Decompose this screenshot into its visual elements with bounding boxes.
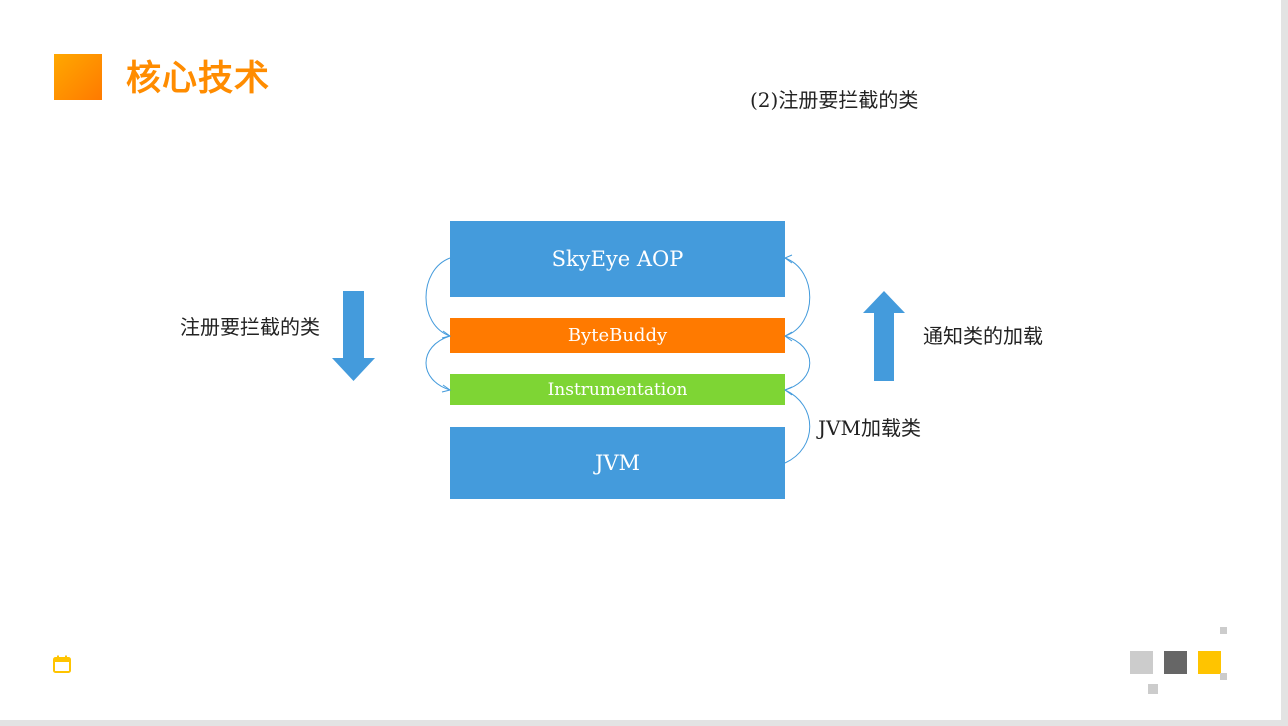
layer-bytebuddy: ByteBuddy (450, 318, 785, 353)
jvm-load-class-label: JVM加载类 (818, 416, 921, 440)
right-curve-instr-to-bytebuddy (784, 335, 811, 391)
down-arrow-icon (332, 291, 375, 381)
register-classes-label: 注册要拦截的类 (180, 315, 320, 339)
deco-square-small (1220, 627, 1227, 634)
layer-instrumentation: Instrumentation (450, 374, 785, 405)
layer-jvm-label: JVM (594, 451, 641, 475)
left-curve-bytebuddy-to-instr (425, 335, 451, 391)
calendar-icon (53, 655, 71, 673)
right-curve-jvm-to-instr (784, 389, 811, 464)
bottom-frame-border (0, 720, 1288, 726)
deco-square-small (1148, 684, 1158, 694)
layer-skyeye-aop-label: SkyEye AOP (551, 247, 684, 271)
page-subtitle: (2)注册要拦截的类 (750, 88, 919, 112)
notify-class-loading-label: 通知类的加载 (923, 324, 1043, 348)
right-curve-bytebuddy-to-aop (784, 257, 811, 337)
deco-square-dark (1164, 651, 1187, 674)
left-curve-arrowhead (441, 384, 452, 393)
title-accent-square (54, 54, 102, 100)
layer-skyeye-aop: SkyEye AOP (450, 221, 785, 297)
deco-square-yellow (1198, 651, 1221, 674)
layer-jvm: JVM (450, 427, 785, 499)
right-frame-border (1281, 0, 1288, 726)
page-title: 核心技术 (126, 59, 271, 99)
deco-square-small (1220, 673, 1227, 680)
layer-instrumentation-label: Instrumentation (547, 379, 688, 400)
left-curve-aop-to-bytebuddy (425, 257, 451, 337)
up-arrow-icon (863, 291, 905, 381)
right-curve-arrowhead (783, 254, 793, 264)
deco-square-light (1130, 651, 1153, 674)
layer-bytebuddy-label: ByteBuddy (567, 325, 668, 346)
